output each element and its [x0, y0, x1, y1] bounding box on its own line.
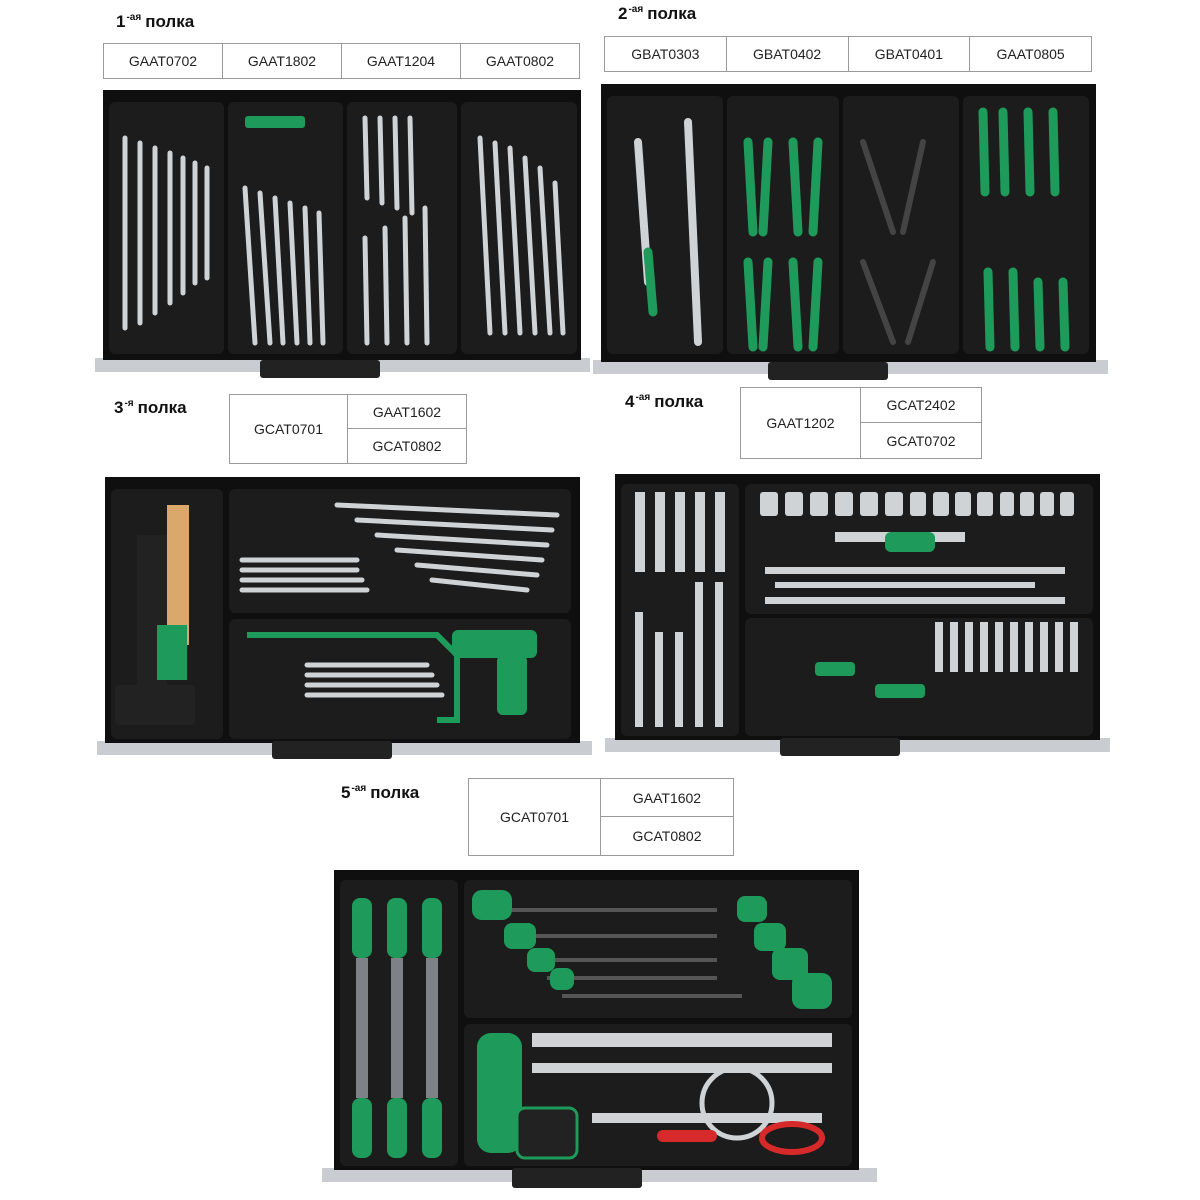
shelf-1-code-3: GAAT1204	[342, 44, 461, 78]
shelf-5-label: полка	[370, 783, 420, 802]
shelf-2-code-2: GBAT0402	[727, 37, 849, 71]
shelf-5-number: 5	[341, 783, 351, 802]
shelf-1-number: 1	[116, 12, 126, 31]
shelf-3-drawer-image	[97, 475, 592, 765]
shelf-3-codes: GCAT0701 GAAT1602 GCAT0802	[229, 394, 467, 464]
shelf-5-top-code: GAAT1602	[601, 779, 733, 817]
shelf-5-bottom-code: GCAT0802	[632, 828, 702, 844]
shelf-3-label: полка	[137, 398, 187, 417]
shelf-3-main-code: GCAT0701	[230, 395, 348, 463]
shelf-2-drawer-image	[593, 82, 1108, 382]
shelf-3-suffix: -я	[124, 398, 134, 410]
shelf-4-top-code: GCAT2402	[861, 388, 981, 423]
shelf-2-number: 2	[618, 4, 628, 23]
shelf-2-label: полка	[647, 4, 697, 23]
shelf-4-codes: GAAT1202 GCAT2402 GCAT0702	[740, 387, 982, 459]
shelf-1-code-2: GAAT1802	[223, 44, 342, 78]
shelf-1-code-1: GAAT0702	[104, 44, 223, 78]
shelf-4-number: 4	[625, 392, 635, 411]
shelf-2-codes: GBAT0303 GBAT0402 GBAT0401 GAAT0805	[604, 36, 1092, 72]
shelf-2-code-1: GBAT0303	[605, 37, 727, 71]
shelf-1-suffix: -ая	[126, 12, 142, 24]
shelf-5-codes: GCAT0701 GAAT1602 GCAT0802	[468, 778, 734, 856]
shelf-1-label: полка	[145, 12, 195, 31]
shelf-3-bottom-code: GCAT0802	[372, 438, 442, 454]
shelf-4-suffix: -ая	[635, 392, 651, 404]
shelf-2-suffix: -ая	[628, 4, 644, 16]
shelf-3-top-code: GAAT1602	[348, 395, 466, 429]
shelf-1-code-4: GAAT0802	[485, 53, 555, 69]
shelf-1-drawer-image	[95, 88, 590, 383]
shelf-2-code-3: GBAT0401	[849, 37, 971, 71]
shelf-5-drawer-image	[322, 868, 877, 1196]
shelf-1-codes: GAAT0702 GAAT1802 GAAT1204 GAAT0802	[103, 43, 580, 79]
shelf-3-number: 3	[114, 398, 124, 417]
shelf-4-main-code: GAAT1202	[741, 388, 861, 458]
shelf-4-drawer-image	[605, 472, 1110, 764]
shelf-5-suffix: -ая	[351, 783, 367, 795]
shelf-5-main-code: GCAT0701	[469, 779, 601, 855]
shelf-4-label: полка	[654, 392, 704, 411]
shelf-2-code-4: GAAT0805	[996, 46, 1065, 62]
shelf-4-bottom-code: GCAT0702	[886, 432, 956, 449]
